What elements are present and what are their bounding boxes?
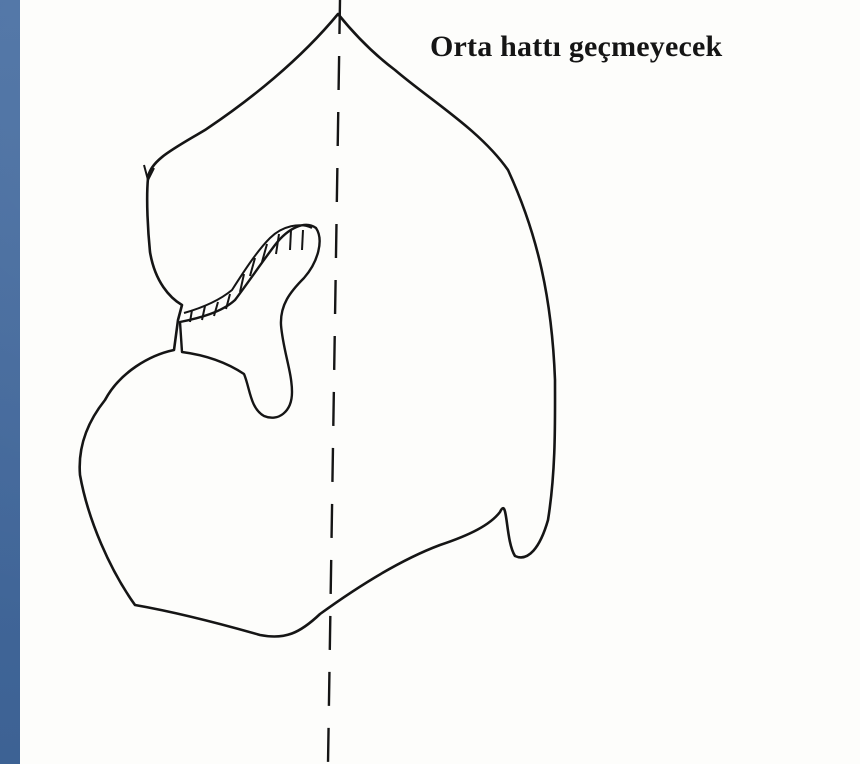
hatched-strip	[184, 225, 312, 322]
flap-outline	[180, 225, 320, 418]
annotation-label: Orta hattı geçmeyecek	[430, 30, 722, 64]
organ-outline	[80, 14, 555, 637]
midline-dashed	[328, 0, 340, 764]
